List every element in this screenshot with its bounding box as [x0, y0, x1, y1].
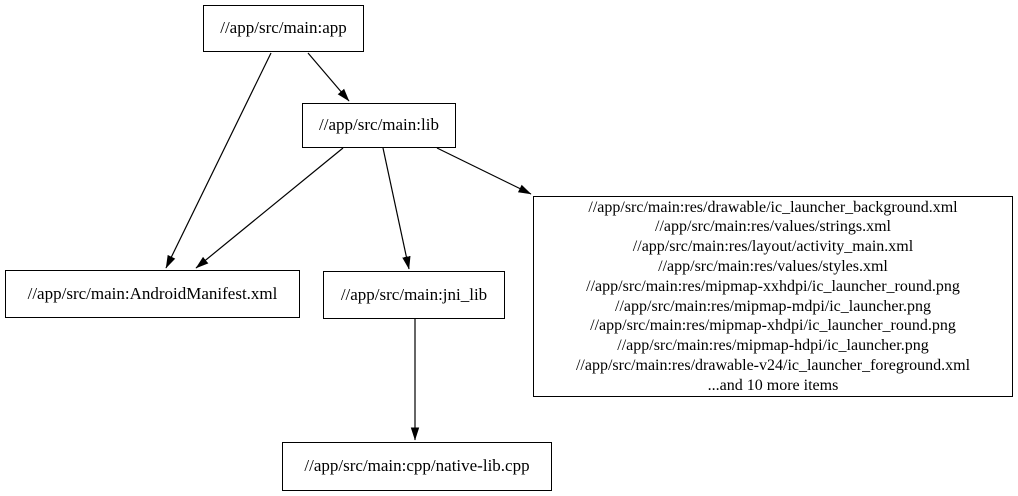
res-group-more-items: ...and 10 more items — [707, 376, 839, 394]
res-group-line: //app/src/main:res/mipmap-xhdpi/ic_launc… — [590, 317, 956, 335]
node-native-lib-cpp-label: //app/src/main:cpp/native-lib.cpp — [304, 456, 530, 476]
res-group-line: //app/src/main:res/values/strings.xml — [655, 218, 891, 236]
edge-lib-to-res-group — [436, 147, 532, 195]
res-group-line: //app/src/main:res/mipmap-hdpi/ic_launch… — [617, 337, 929, 355]
node-app: //app/src/main:app — [203, 5, 364, 52]
node-app-label: //app/src/main:app — [220, 18, 347, 38]
node-android-manifest: //app/src/main:AndroidManifest.xml — [5, 270, 300, 318]
node-android-manifest-label: //app/src/main:AndroidManifest.xml — [27, 283, 278, 303]
res-group-line: //app/src/main:res/layout/activity_main.… — [632, 238, 914, 256]
node-jni-lib-label: //app/src/main:jni_lib — [340, 284, 488, 304]
node-jni-lib: //app/src/main:jni_lib — [323, 271, 505, 319]
edge-lib-to-manifest — [195, 147, 344, 269]
edge-app-to-lib — [307, 52, 350, 102]
res-group-line: //app/src/main:res/mipmap-xxhdpi/ic_laun… — [586, 277, 960, 295]
edge-lib-to-jni-lib — [382, 147, 411, 270]
res-group-line: //app/src/main:res/mipmap-mdpi/ic_launch… — [615, 297, 931, 315]
node-lib-label: //app/src/main:lib — [319, 115, 439, 135]
node-res-group: //app/src/main:res/drawable/ic_launcher_… — [533, 196, 1013, 397]
res-group-line: //app/src/main:res/drawable/ic_launcher_… — [588, 198, 958, 216]
node-lib: //app/src/main:lib — [302, 103, 456, 148]
res-group-line: //app/src/main:res/drawable-v24/ic_launc… — [575, 356, 971, 374]
edge-app-to-manifest — [165, 52, 272, 269]
res-group-line: //app/src/main:res/values/styles.xml — [658, 257, 888, 275]
node-native-lib-cpp: //app/src/main:cpp/native-lib.cpp — [282, 442, 552, 491]
